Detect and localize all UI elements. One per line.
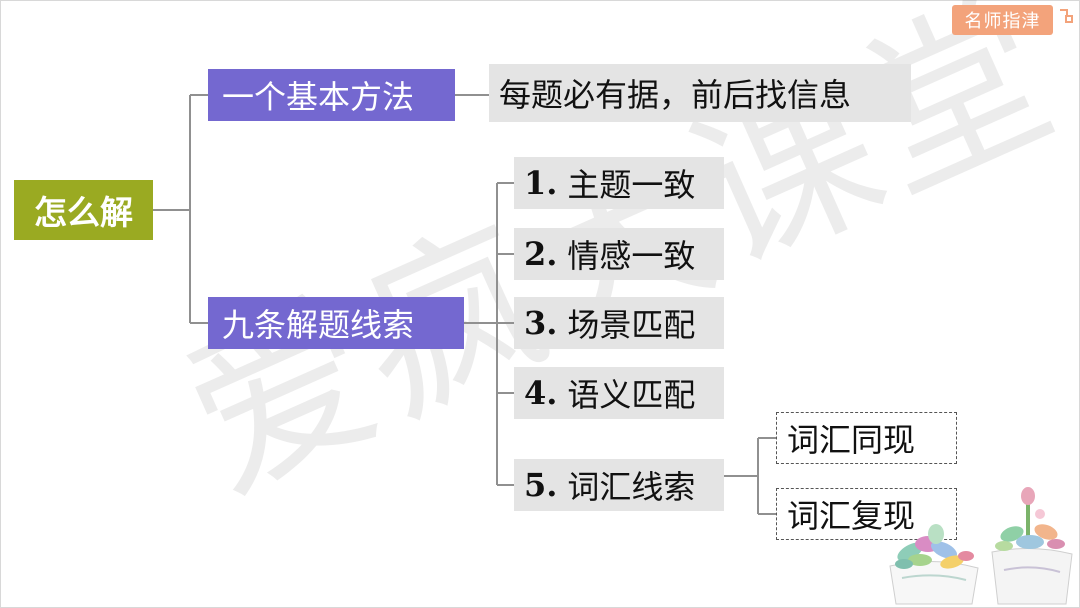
subclue-cooccurrence: 词汇同现	[776, 412, 957, 464]
clue-number: 1.	[524, 164, 558, 202]
clue-text: 语义匹配	[567, 376, 696, 414]
clue-item-1: 1. 主题一致	[514, 157, 724, 209]
corner-bracket-icon	[1060, 9, 1073, 23]
clue-text: 主题一致	[567, 166, 696, 204]
clue-number: 4.	[524, 374, 558, 412]
root-connector	[153, 94, 208, 324]
clues-branch-node: 九条解题线索	[208, 297, 464, 349]
subclue-connector	[724, 437, 776, 515]
brand-badge: 名师指津	[952, 5, 1053, 35]
clue-text: 场景匹配	[567, 306, 696, 344]
root-node: 怎么解	[14, 180, 153, 240]
clue-text: 词汇线索	[567, 468, 696, 506]
clue-number: 2.	[524, 235, 558, 273]
clue-text: 情感一致	[567, 237, 696, 275]
subclue-repetition: 词汇复现	[776, 488, 957, 540]
clue-number: 5.	[524, 466, 558, 504]
clue-item-3: 3. 场景匹配	[514, 297, 724, 349]
clue-item-4: 4. 语义匹配	[514, 367, 724, 419]
method-branch-node: 一个基本方法	[208, 69, 455, 121]
clue-number: 3.	[524, 304, 558, 342]
clue-item-2: 2. 情感一致	[514, 228, 724, 280]
clue-item-5: 5. 词汇线索	[514, 459, 724, 511]
clues-connector	[464, 183, 498, 485]
succulent-plants-illustration	[889, 487, 1073, 605]
method-detail-node: 每题必有据，前后找信息	[489, 64, 911, 122]
